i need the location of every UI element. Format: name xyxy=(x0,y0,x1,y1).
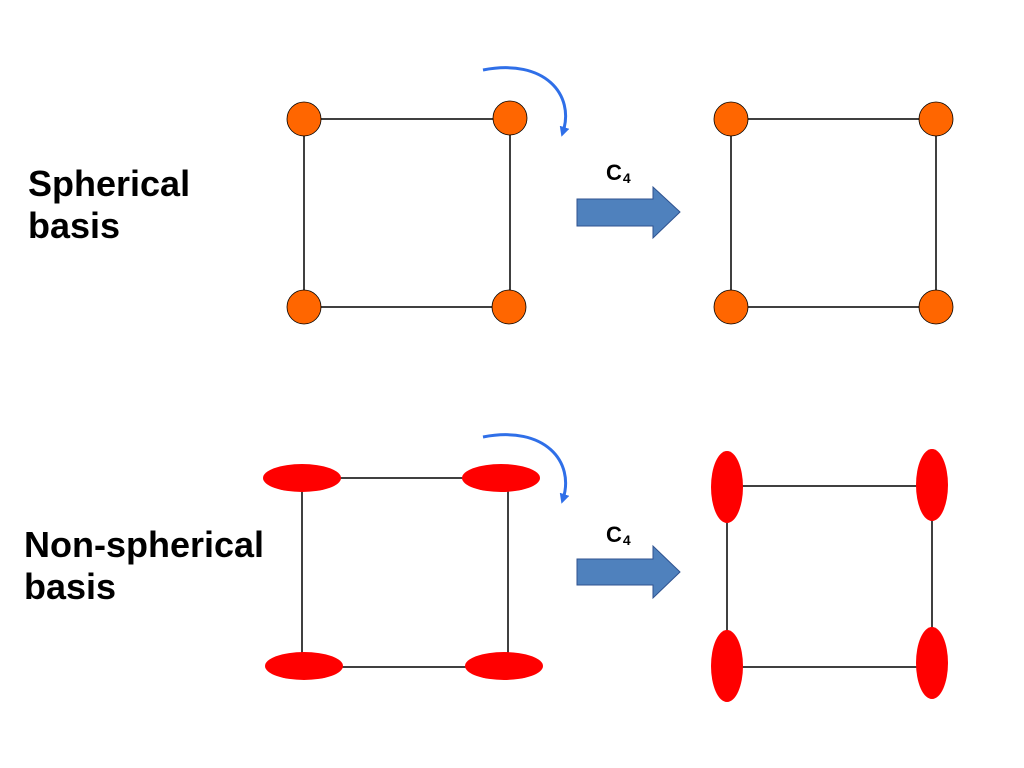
operation-subscript: 4 xyxy=(622,532,631,548)
operation-symbol: C xyxy=(606,160,622,185)
square-edges xyxy=(730,118,937,308)
square-edges xyxy=(301,477,509,668)
node-top-left xyxy=(263,464,341,492)
node-top-right xyxy=(916,449,948,521)
rotation-arrow-icon xyxy=(482,66,570,137)
node-top-left xyxy=(713,101,749,137)
row-label-line1: Non-spherical xyxy=(24,524,265,565)
node-top-right xyxy=(462,464,540,492)
square-edges xyxy=(303,118,511,308)
transform-arrow-icon xyxy=(576,185,681,240)
node-top-left xyxy=(286,101,322,137)
node-bottom-left xyxy=(713,289,749,325)
node-top-left xyxy=(711,451,743,523)
row-label-spherical: Spherical basis xyxy=(28,163,190,247)
rotation-arrow-icon xyxy=(482,433,570,504)
row-label-line2: basis xyxy=(28,205,121,246)
node-bottom-right xyxy=(491,289,527,325)
node-top-right xyxy=(918,101,954,137)
row-label-line1: Spherical xyxy=(28,163,191,204)
row-label-nonspherical: Non-spherical basis xyxy=(24,524,264,608)
operation-label-c4-bottom: C4 xyxy=(606,522,631,548)
node-bottom-left xyxy=(711,630,743,702)
square-edges xyxy=(726,485,933,668)
square-spherical-before xyxy=(286,100,528,325)
node-top-right xyxy=(492,100,528,136)
node-bottom-left xyxy=(265,652,343,680)
square-spherical-after xyxy=(713,101,954,325)
node-bottom-right xyxy=(916,627,948,699)
node-bottom-right xyxy=(918,289,954,325)
square-nonspherical-before xyxy=(263,464,543,680)
transform-arrow-icon xyxy=(576,544,681,600)
square-nonspherical-after xyxy=(711,449,948,702)
operation-label-c4-top: C4 xyxy=(606,160,631,186)
row-label-line2: basis xyxy=(24,566,117,607)
node-bottom-left xyxy=(286,289,322,325)
node-bottom-right xyxy=(465,652,543,680)
operation-subscript: 4 xyxy=(622,170,631,186)
operation-symbol: C xyxy=(606,522,622,547)
